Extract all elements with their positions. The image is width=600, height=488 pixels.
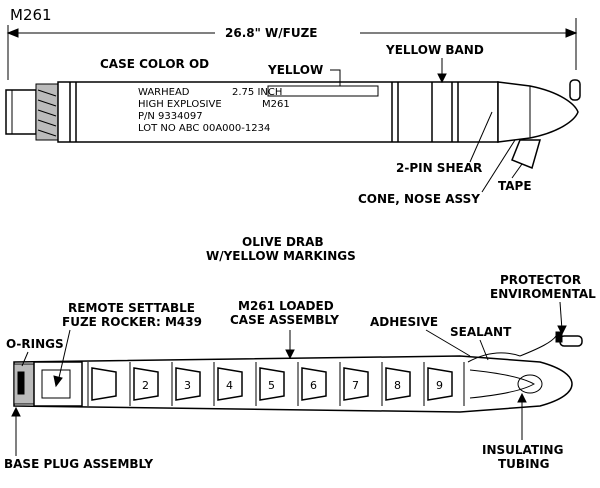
label-case-assembly-1: M261 LOADED (238, 299, 334, 313)
caption-markings: W/YELLOW MARKINGS (206, 249, 356, 263)
diagram-title: M261 (10, 6, 52, 24)
submunition-number: 2 (142, 379, 149, 392)
stencil-line-3: P/N 9334097 (138, 111, 203, 122)
label-case-color: CASE COLOR OD (100, 57, 209, 71)
leader-case-assembly (285, 330, 295, 360)
leader-yellow-band (437, 58, 447, 84)
leader-sealant (479, 339, 489, 361)
label-sealant: SEALANT (450, 325, 512, 339)
stencil-line-2: HIGH EXPLOSIVE (138, 99, 222, 110)
submunition-number: 5 (268, 379, 275, 392)
label-tape: TAPE (498, 179, 532, 193)
leader-o-rings (21, 351, 29, 367)
leader-adhesive (425, 329, 471, 357)
leader-insulating (517, 392, 527, 440)
leader-protector (557, 301, 567, 336)
label-insulating-2: TUBING (498, 457, 549, 471)
submunition-number: 4 (226, 379, 233, 392)
submunition-stack (87, 362, 465, 406)
leader-two-pin-shear (469, 111, 493, 163)
label-insulating-1: INSULATING (482, 443, 563, 457)
submunition-number: 3 (184, 379, 191, 392)
leader-base-plug (11, 406, 21, 456)
label-adhesive: ADHESIVE (370, 315, 438, 329)
leader-tape (511, 163, 523, 179)
label-fuze-rocker-1: REMOTE SETTABLE (68, 301, 195, 315)
dimension-label: 26.8" W/FUZE (225, 26, 318, 40)
caption-olive-drab: OLIVE DRAB (242, 235, 324, 249)
submunition-number: 8 (394, 379, 401, 392)
label-protector-2: ENVIROMENTAL (490, 287, 596, 301)
submunition-number: 9 (436, 379, 443, 392)
rocket-cutaway (13, 331, 583, 413)
label-cone-nose: CONE, NOSE ASSY (358, 192, 480, 206)
label-yellow-band: YELLOW BAND (385, 43, 484, 57)
submunition-number: 6 (310, 379, 317, 392)
label-protector-1: PROTECTOR (500, 273, 581, 287)
submunition-number: 7 (352, 379, 359, 392)
leader-fuze-rocker (53, 329, 71, 388)
label-base-plug: BASE PLUG ASSEMBLY (4, 457, 153, 471)
label-yellow: YELLOW (267, 63, 323, 77)
stencil-line-1: WARHEAD (138, 87, 190, 98)
label-two-pin-shear: 2-PIN SHEAR (396, 161, 482, 175)
dimension-line (6, 18, 578, 80)
stencil-line-4: LOT NO ABC 00A000-1234 (138, 123, 270, 134)
rocket-exterior (5, 79, 581, 170)
label-o-rings: O-RINGS (6, 337, 64, 351)
leader-yellow (330, 69, 341, 86)
label-fuze-rocker-2: FUZE ROCKER: M439 (62, 315, 202, 329)
label-case-assembly-2: CASE ASSEMBLY (230, 313, 339, 327)
leader-cone-nose (481, 139, 516, 193)
stencil-right-1: 2.75 INCH (232, 87, 282, 98)
stencil-right-2: M261 (262, 99, 290, 110)
